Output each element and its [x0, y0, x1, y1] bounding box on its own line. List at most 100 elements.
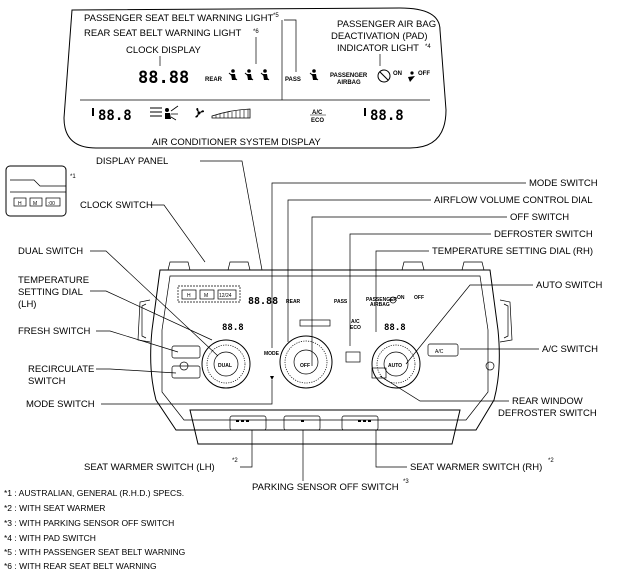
panel-pass-text: PASS [334, 299, 348, 305]
eco-display-text: ECO [311, 118, 324, 124]
leader-seat-warmer-rh [375, 430, 407, 468]
temp-dial-lh-label-1: TEMPERATURE [18, 275, 89, 286]
seat-warmer-lh-button [229, 415, 267, 431]
rear-defrost-airflow-icon [150, 105, 179, 121]
panel-airbag-text: AIRBAG [370, 302, 390, 308]
rear-seat-belt-sup: *6 [253, 29, 259, 35]
display-panel-label: DISPLAY PANEL [96, 156, 168, 167]
inset-sup: *1 [70, 174, 76, 180]
airbag-person-icon [408, 71, 415, 82]
temp-left-display: 88.8 [92, 108, 132, 124]
leader-dual-switch [90, 250, 219, 357]
airbag-off-icon [377, 69, 391, 83]
footnote-2: *2 : WITH SEAT WARMER [4, 503, 105, 513]
leader-recirculate [96, 368, 177, 374]
footnote-4: *4 : WITH PAD SWITCH [4, 533, 96, 543]
panel-off-text: OFF [414, 295, 424, 301]
rear-defroster-button [371, 367, 387, 379]
climate-control-panel: H M 12/24 88.88 REAR PASS PASSENGER AIRB… [137, 261, 513, 445]
temp-dial-rh: AUTO [371, 339, 421, 389]
temp-dial-rh-label: TEMPERATURE SETTING DIAL (RH) [432, 246, 593, 257]
ac-switch-label: A/C SWITCH [542, 344, 598, 355]
rear-seat-belt-icons [228, 69, 270, 81]
seat-warmer-rh-sup: *2 [548, 458, 554, 464]
leader-rear-window [379, 375, 509, 402]
panel-clock-digits: 88.88 [248, 296, 278, 307]
svg-text:H: H [18, 201, 22, 207]
rear-window-label-2: DEFROSTER SWITCH [498, 408, 597, 419]
leader-auto-switch [405, 284, 533, 365]
recirculate-label-2: SWITCH [28, 376, 66, 387]
recirculate-button [171, 365, 201, 379]
dual-switch-label: DUAL SWITCH [18, 246, 83, 257]
airbag-on-text: ON [393, 71, 402, 77]
leader-off-switch [311, 216, 507, 366]
pad-label-line3: INDICATOR LIGHT [337, 43, 419, 54]
passenger-airbag-text-2: AIRBAG [337, 80, 361, 86]
panel-ac-text: A/C [351, 319, 360, 325]
clock-24-button: 12/24 [219, 293, 232, 299]
rear-window-label-1: REAR WINDOW [512, 396, 583, 407]
leader-defroster-switch [349, 233, 491, 346]
defroster-button [345, 351, 361, 363]
footnote-5: *5 : WITH PASSENGER SEAT BELT WARNING [4, 547, 185, 557]
leader-display-panel [200, 160, 263, 271]
pad-label-line1: PASSENGER AIR BAG [337, 19, 436, 30]
parking-sensor-button [283, 415, 321, 431]
pass-text: PASS [285, 77, 301, 83]
clock-digits: 88.88 [138, 68, 189, 88]
temp-dial-lh-label-3: (LH) [18, 299, 36, 310]
display-callout-box [63, 7, 447, 149]
defroster-switch-label: DEFROSTER SWITCH [494, 229, 593, 240]
dual-button-label: DUAL [218, 363, 232, 369]
parking-sensor-label: PARKING SENSOR OFF SWITCH [252, 482, 399, 493]
panel-on-text: ON [397, 295, 405, 301]
footnote-1: *1 : AUSTRALIAN, GENERAL (R.H.D.) SPECS. [4, 488, 184, 498]
leader-seat-warmer-lh [240, 430, 253, 468]
panel-fan-bar [299, 319, 331, 327]
rear-text: REAR [205, 77, 223, 83]
panel-airbag-icon [389, 296, 397, 304]
leader-mode-switch-left [101, 380, 273, 405]
parking-sensor-sup: *3 [403, 479, 409, 485]
passenger-airbag-text-1: PASSENGER [330, 73, 368, 79]
panel-temp-left: 88.8 [222, 323, 244, 333]
temp-dial-lh-label-2: SETTING DIAL [18, 287, 83, 298]
svg-text:88.8: 88.8 [98, 108, 132, 124]
ac-system-display-label: AIR CONDITIONER SYSTEM DISPLAY [152, 137, 321, 148]
passenger-seat-belt-sup: *5 [273, 13, 279, 19]
mode-button-label: MODE [264, 351, 280, 357]
seat-warmer-lh-label: SEAT WARMER SWITCH (LH) [84, 462, 215, 473]
leader-mode-switch-top [271, 182, 526, 348]
footnote-6: *6 : WITH REAR SEAT BELT WARNING [4, 561, 157, 571]
temp-dial-lh: DUAL [201, 339, 251, 389]
panel-passenger-text: PASSENGER [366, 297, 397, 303]
leader-temp-dial-rh [375, 250, 429, 332]
mode-switch-top-label: MODE SWITCH [529, 178, 598, 189]
passenger-seat-belt-label: PASSENGER SEAT BELT WARNING LIGHT [84, 13, 274, 24]
seat-warmer-rh-button [341, 415, 379, 431]
mode-switch-left-label: MODE SWITCH [26, 399, 95, 410]
pad-label-sup: *4 [425, 44, 431, 50]
airflow-dial-label: AIRFLOW VOLUME CONTROL DIAL [434, 195, 593, 206]
inset-clock-detail: H M :00 [5, 165, 67, 217]
fan-icon [195, 108, 204, 118]
svg-text:88.8: 88.8 [370, 108, 404, 124]
ac-display-text: A/C [312, 110, 323, 116]
leader-airflow-dial [287, 199, 431, 342]
panel-eco-text: ECO [350, 325, 361, 331]
ac-button-label: A/C [435, 349, 444, 355]
leader-temp-dial-lh [90, 290, 213, 341]
clock-h-button: H [187, 293, 191, 299]
airflow-dial: OFF [279, 335, 333, 389]
svg-text::00: :00 [48, 201, 55, 207]
temp-right-display: 88.8 [364, 108, 404, 124]
panel-rear-text: REAR [286, 299, 301, 305]
passenger-seat-belt-icon [309, 69, 319, 81]
panel-temp-right: 88.8 [384, 323, 406, 333]
mode-down-arrow-icon [270, 376, 274, 380]
fresh-switch-label: FRESH SWITCH [18, 326, 90, 337]
clock-switch-label: CLOCK SWITCH [80, 200, 153, 211]
leader-fresh-switch [96, 330, 179, 353]
